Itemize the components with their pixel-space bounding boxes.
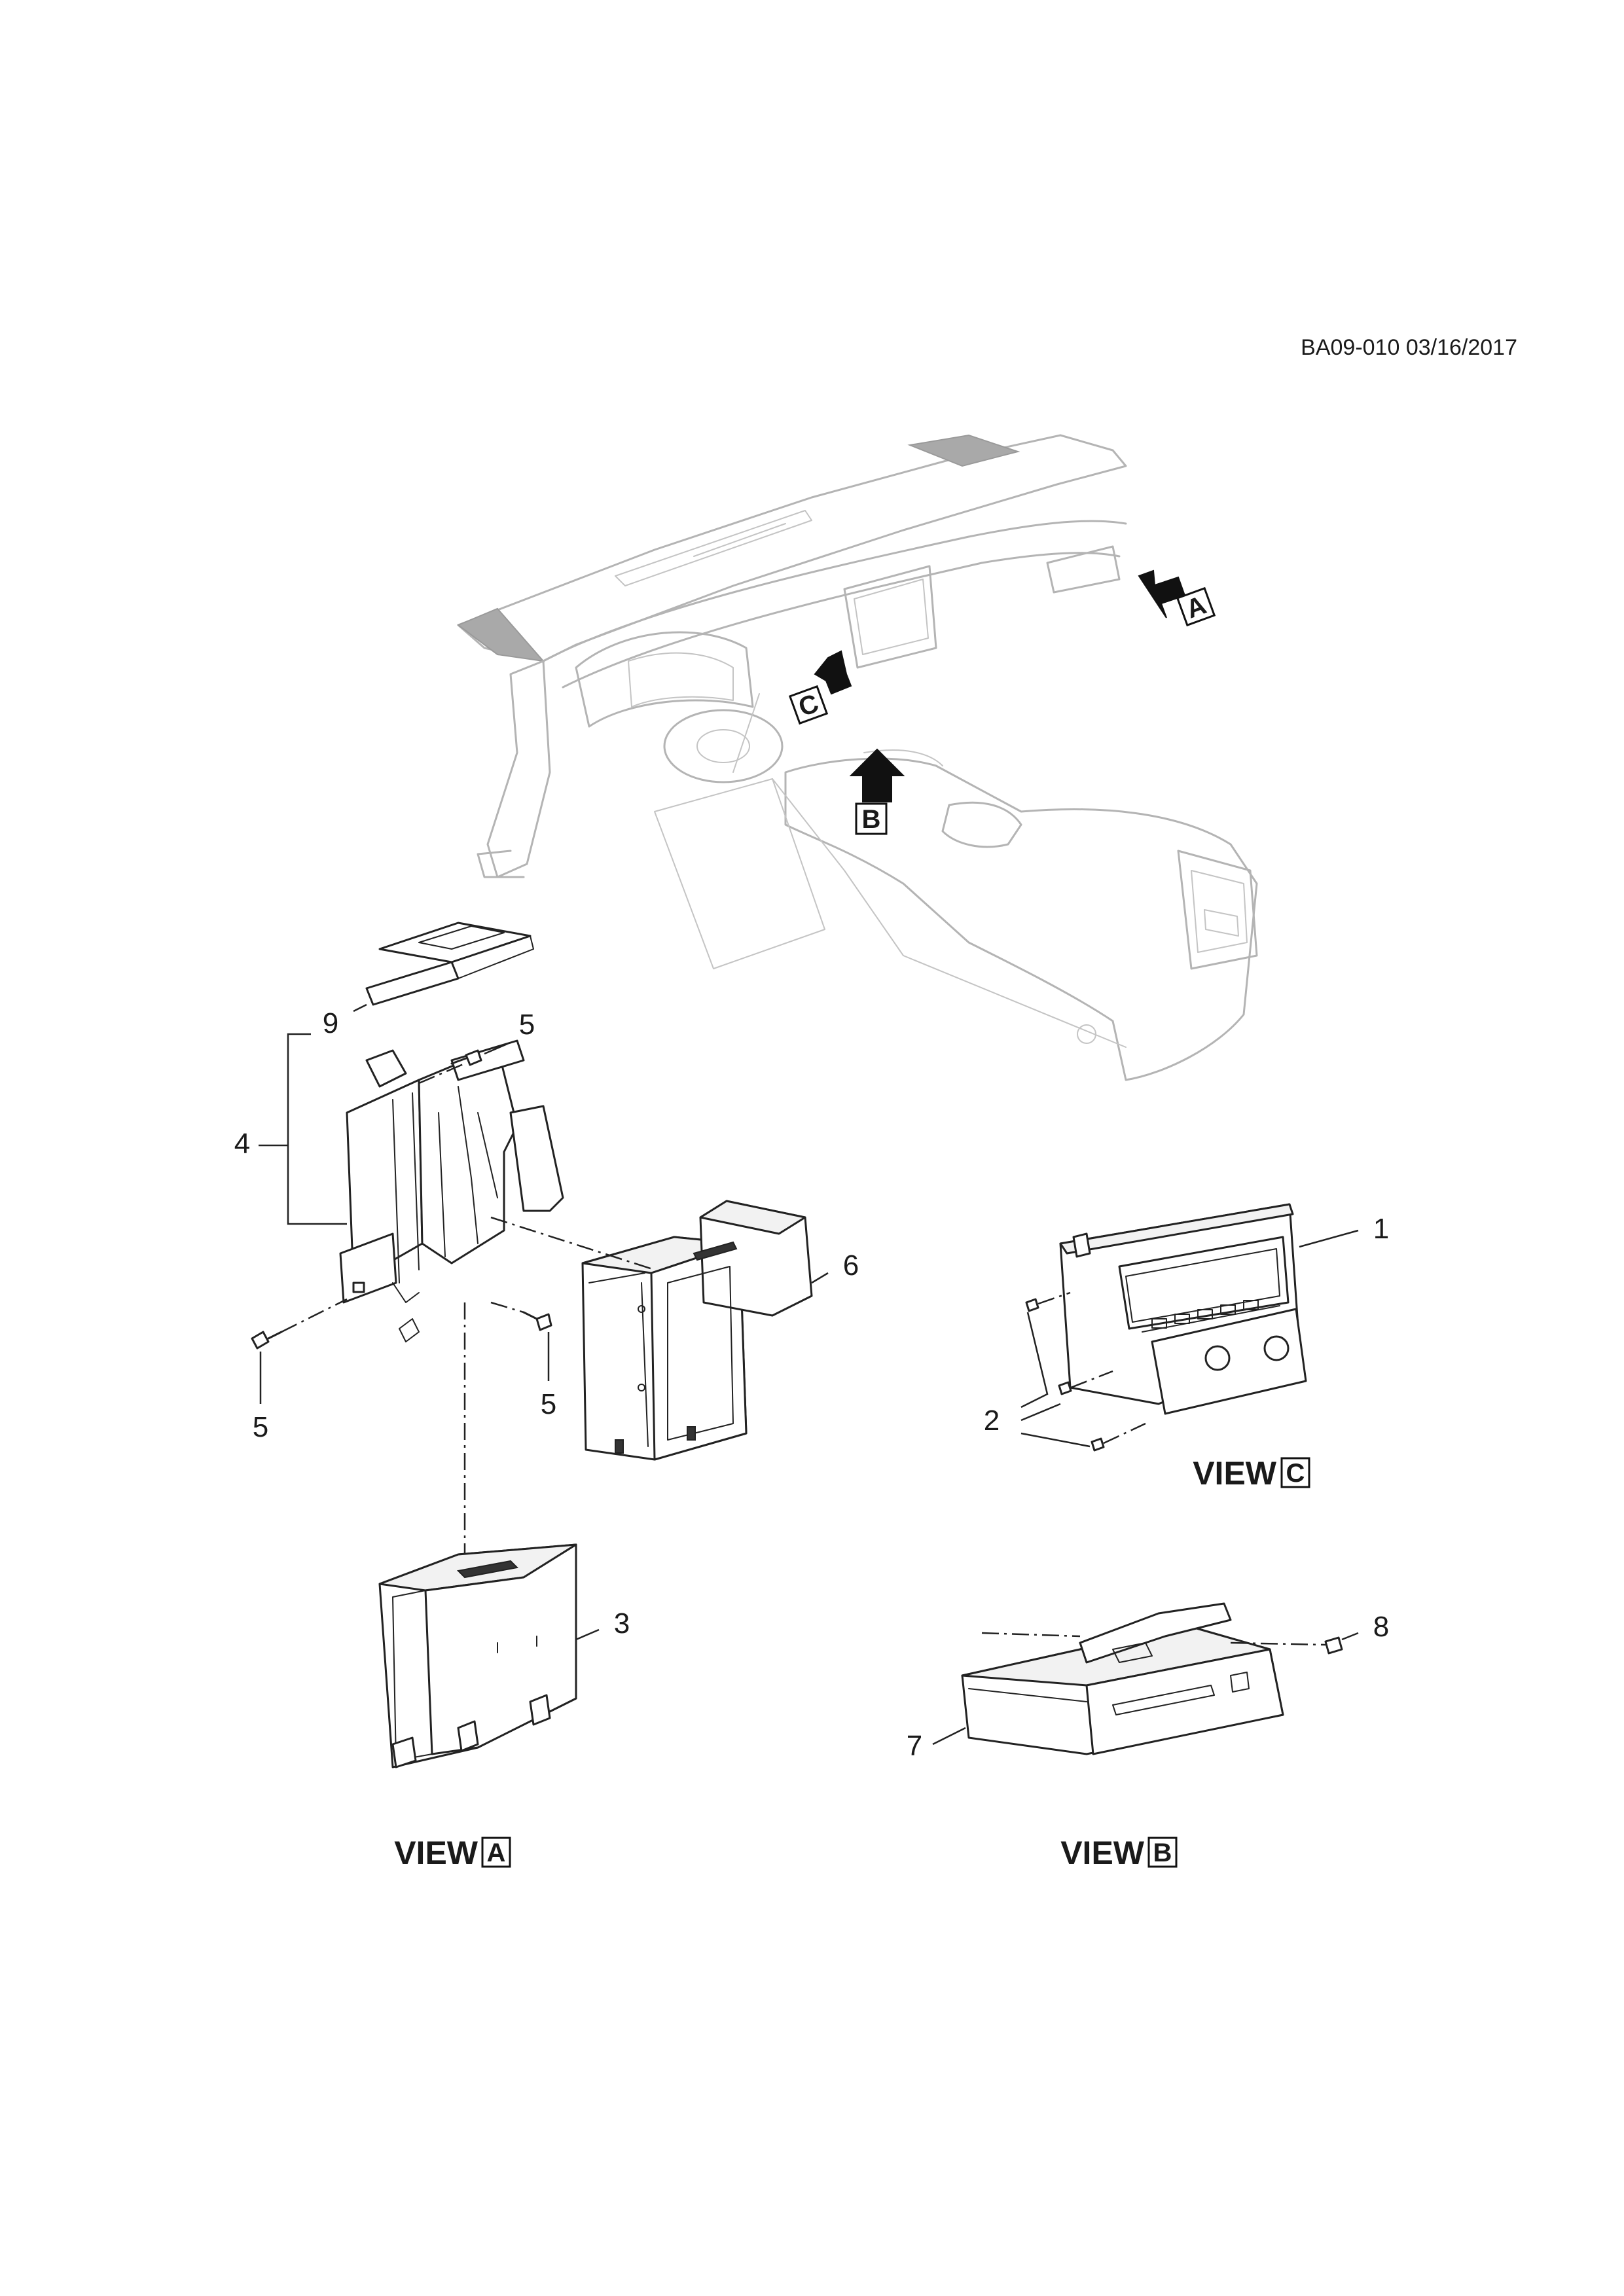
instrument-panel-illustration: [457, 434, 1258, 1081]
part-6-module: [581, 1200, 813, 1461]
svg-text:B: B: [1153, 1839, 1172, 1867]
view-arrow-b-label: B: [862, 805, 881, 834]
view-arrow-a: A: [1138, 569, 1216, 627]
view-label-c: VIEW C: [1193, 1455, 1310, 1492]
callout-5-top: 5: [519, 1009, 535, 1041]
part-7-tray: [961, 1602, 1284, 1755]
svg-text:VIEW: VIEW: [1193, 1455, 1277, 1492]
callout-1: 1: [1373, 1213, 1389, 1245]
part-5-bolt-left: [251, 1331, 283, 1350]
callout-5-mid: 5: [541, 1388, 556, 1420]
svg-text:C: C: [1286, 1459, 1305, 1488]
svg-text:A: A: [487, 1839, 506, 1867]
view-arrow-b: B: [849, 748, 905, 835]
callout-3: 3: [614, 1607, 630, 1640]
view-label-b: VIEW B: [1060, 1835, 1178, 1871]
part-3-module: [378, 1543, 577, 1768]
svg-text:VIEW: VIEW: [394, 1835, 478, 1871]
view-arrow-c: C: [788, 650, 852, 725]
callout-6: 6: [843, 1249, 859, 1282]
svg-text:VIEW: VIEW: [1060, 1835, 1145, 1871]
diagram-reference: BA09-010 03/16/2017: [1301, 335, 1517, 360]
callout-5-left: 5: [253, 1411, 268, 1443]
view-label-a: VIEW A: [394, 1835, 511, 1871]
part-5-bolt-mid: [522, 1311, 552, 1331]
callout-9: 9: [323, 1007, 338, 1039]
part-5-bolt-top: [450, 1049, 482, 1066]
callout-2: 2: [984, 1405, 1000, 1437]
part-9-cover: [365, 922, 534, 1006]
callout-7: 7: [907, 1730, 922, 1762]
part-2-screws: [1025, 1291, 1146, 1452]
callout-8: 8: [1373, 1611, 1389, 1643]
part-8-nut: [1230, 1636, 1343, 1655]
callout-4: 4: [234, 1128, 250, 1160]
part-1-display: [1059, 1203, 1307, 1415]
part-4-bracket: [339, 1039, 564, 1304]
